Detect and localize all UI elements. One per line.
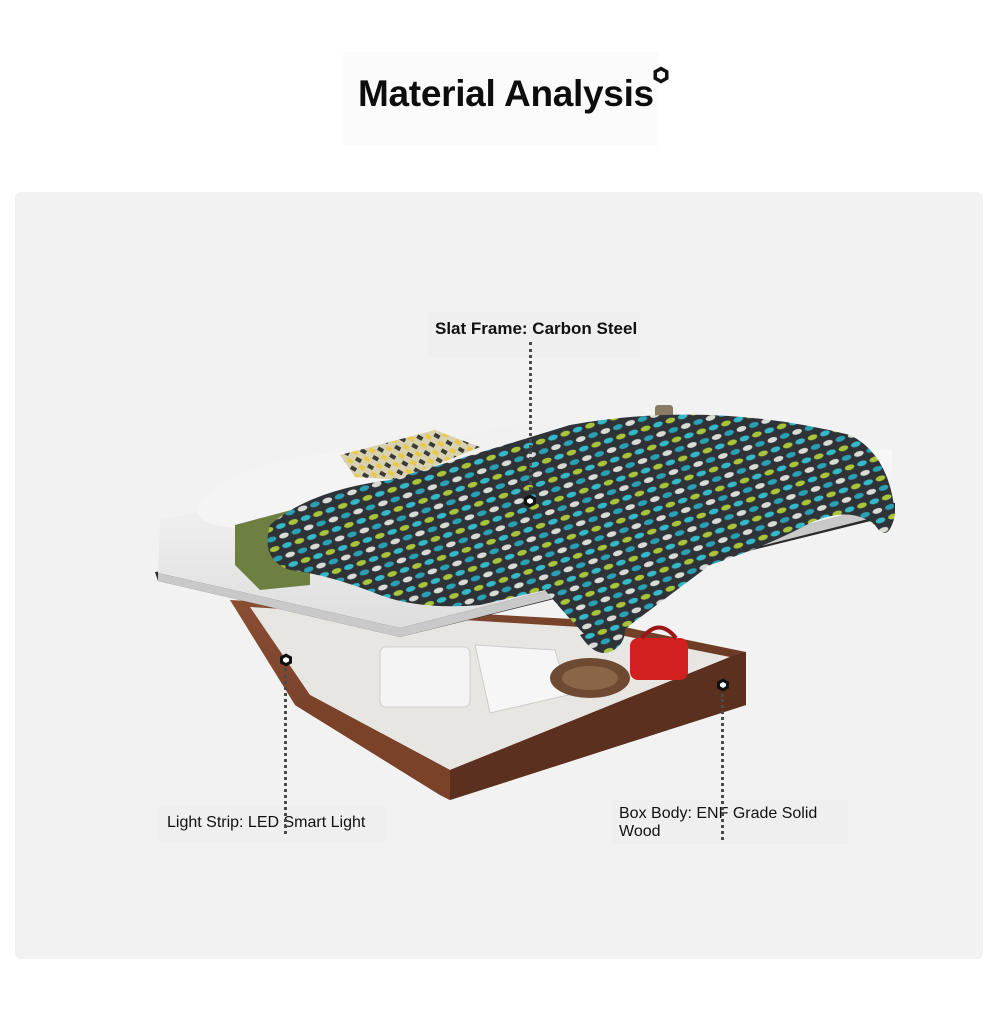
callout-box-body-marker-icon [717, 678, 729, 692]
title-backdrop [343, 52, 659, 146]
bed-illustration [155, 405, 895, 800]
hexagon-ring-icon [653, 66, 669, 84]
callout-slat-frame: Slat Frame: Carbon Steel [428, 312, 640, 358]
callout-light-strip-marker-icon [280, 653, 292, 667]
callout-slat-frame-marker-icon [524, 494, 536, 508]
page-title: Material Analysis [358, 73, 654, 114]
callout-light-strip-leader [284, 668, 287, 834]
callout-box-body: Box Body: ENF Grade Solid Wood [612, 800, 848, 844]
callout-light-strip: Light Strip: LED Smart Light [158, 806, 386, 842]
callout-slat-frame-leader [529, 342, 532, 490]
callout-box-body-leader [721, 694, 724, 840]
